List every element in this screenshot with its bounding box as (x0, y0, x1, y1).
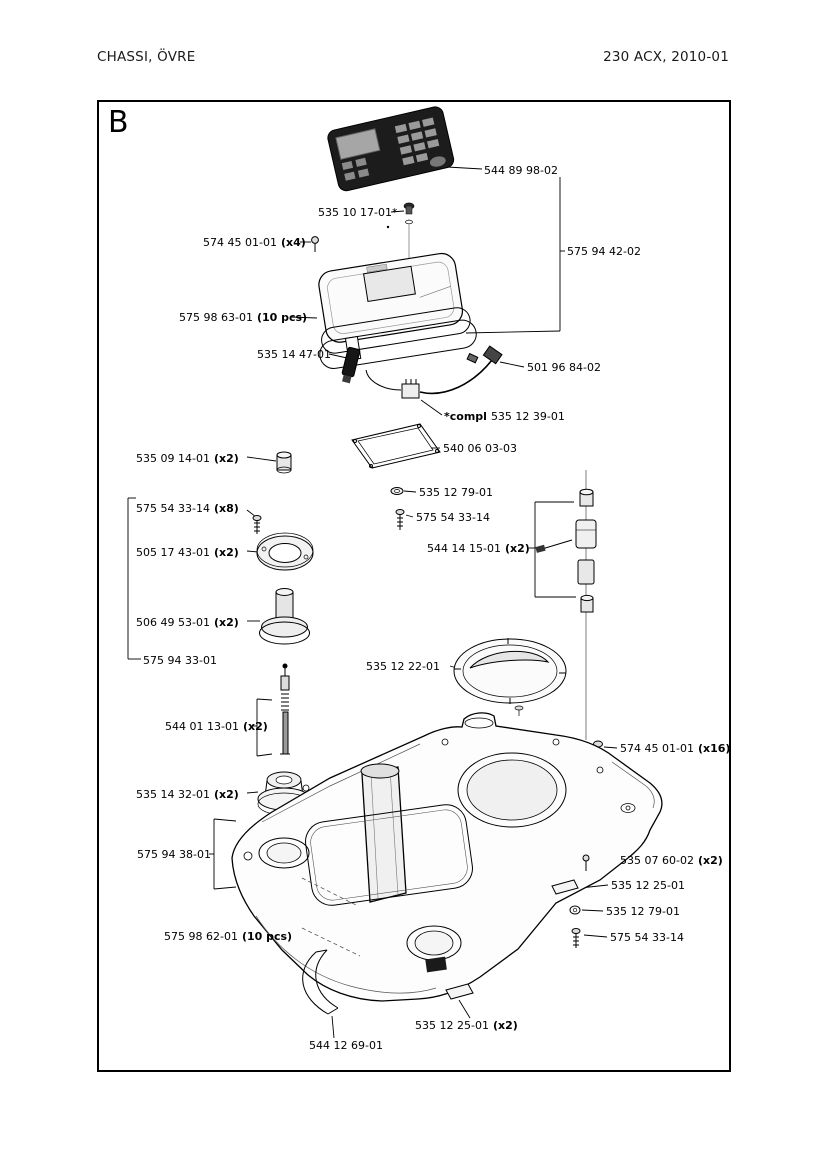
spacer-drawing (276, 451, 292, 474)
part-label: 575 54 33-14(x8) (136, 502, 239, 515)
wiring-harness-drawing (365, 345, 503, 399)
bearing-ring-drawing (256, 532, 314, 571)
part-label: 574 45 01-01(x4) (203, 236, 306, 249)
part-label: 575 94 42-02 (567, 245, 641, 258)
part-label: 535 14 47-01 (257, 348, 331, 361)
part-label: 575 54 33-14 (610, 931, 684, 944)
part-label: 505 17 43-01(x2) (136, 546, 239, 559)
part-label: 575 94 38-01 (137, 848, 211, 861)
washer-right-drawing (569, 905, 581, 915)
part-label: 506 49 53-01(x2) (136, 616, 239, 629)
part-label: 535 12 79-01 (419, 486, 493, 499)
part-label: 535 12 25-01(x2) (415, 1019, 518, 1032)
part-label: 535 12 22-01 (366, 660, 440, 673)
part-label: 544 89 98-02 (484, 164, 558, 177)
display-gasket-drawing (351, 423, 441, 469)
chute-drawing (360, 763, 407, 903)
sensor-parts-drawing (535, 488, 597, 613)
ribbon-cable-drawing (302, 949, 339, 1015)
screw-x8-drawing (252, 515, 262, 534)
model-revision: 230 ACX, 2010-01 (603, 49, 729, 65)
part-label: 575 98 62-01(10 pcs) (164, 930, 293, 943)
part-label: 540 06 03-03 (443, 442, 517, 455)
control-panel-drawing (327, 106, 455, 192)
part-label: 544 01 13-01(x2) (165, 720, 268, 733)
part-label: 575 98 63-01(10 pcs) (179, 311, 308, 324)
plate-right-drawing (551, 879, 579, 895)
part-label: 544 12 69-01 (309, 1039, 383, 1052)
part-label: 535 14 32-01(x2) (136, 788, 239, 801)
part-label: 535 12 25-01 (611, 879, 685, 892)
section-letter: B (108, 105, 129, 140)
stop-knob-drawing (386, 202, 415, 229)
part-label: 574 45 01-01(x16) (620, 742, 731, 755)
height-adjust-cap-drawing (453, 638, 567, 716)
part-label: 535 09 14-01(x2) (136, 452, 239, 465)
part-label: 501 96 84-02 (527, 361, 601, 374)
part-label: 544 14 15-01(x2) (427, 542, 530, 555)
rubber-plug-drawing (341, 346, 361, 384)
part-label: 535 10 17-01* (318, 206, 398, 219)
part-label: 535 12 79-01 (606, 905, 680, 918)
upper-chassis-drawing (231, 712, 663, 1002)
part-label: 575 94 33-01 (143, 654, 217, 667)
plate-bottom-drawing (445, 983, 474, 1000)
antenna-pin-drawing (280, 663, 290, 755)
washer-drawing (390, 487, 404, 495)
leader-lines (127, 166, 618, 1039)
sleeve-drawing (259, 588, 310, 645)
part-label: 575 54 33-14 (416, 511, 490, 524)
screw-507-drawing (582, 854, 590, 871)
page-title: CHASSI, ÖVRE (97, 49, 196, 65)
screw-center-drawing (395, 509, 405, 530)
top-cover-drawing (318, 252, 477, 369)
screw-right-drawing (571, 928, 581, 948)
part-label: 535 07 60-02(x2) (620, 854, 723, 867)
screw-x4-drawing (311, 236, 319, 252)
